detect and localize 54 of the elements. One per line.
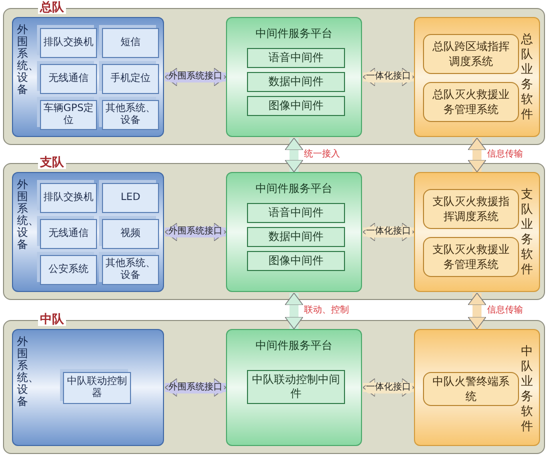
- edge-label: 统一接入: [303, 150, 341, 160]
- double-arrow: [468, 292, 486, 330]
- tier-title: 总队: [38, 0, 66, 14]
- double-arrow: [284, 138, 304, 172]
- double-arrow: [468, 138, 486, 172]
- middleware-panel: [226, 17, 362, 137]
- panel-title: 中间件服务平台: [254, 182, 334, 195]
- middleware-box: 图像中间件: [247, 96, 345, 116]
- middleware-box: 中队联动控制中间件: [247, 370, 345, 404]
- device-box: 无线通信: [40, 64, 97, 94]
- middleware-box: 数据中间件: [247, 72, 345, 92]
- middleware-box: 数据中间件: [247, 227, 345, 247]
- middleware-box: 语音中间件: [247, 48, 345, 68]
- system-box: 中队火警终端系统: [423, 372, 519, 406]
- edge-label: 信息传输: [486, 150, 524, 160]
- device-box: 车辆GPS定位: [40, 100, 97, 130]
- device-box: LED: [102, 183, 159, 213]
- system-box: 总队跨区域指挥调度系统: [423, 34, 519, 74]
- system-box: 总队灭火救援业务管理系统: [423, 82, 519, 122]
- peripheral-panel: [12, 172, 164, 292]
- software-panel: [414, 172, 540, 292]
- device-box: 短信: [102, 28, 159, 58]
- middleware-panel: [226, 329, 362, 446]
- peripheral-panel: [12, 329, 164, 446]
- panel-title: 中间件服务平台: [254, 339, 334, 352]
- device-box: 视频: [102, 219, 159, 249]
- tier-title: 支队: [38, 155, 66, 169]
- edge-label: 一体化接口: [365, 72, 412, 82]
- middleware-box: 图像中间件: [247, 251, 345, 271]
- panel-title: 中间件服务平台: [254, 27, 334, 40]
- middleware-box: 语音中间件: [247, 203, 345, 223]
- software-panel: [414, 17, 540, 137]
- tier-title: 中队: [38, 312, 66, 326]
- double-arrow: [284, 292, 304, 330]
- edge-label: 信息传输: [486, 306, 524, 316]
- peripheral-panel: [12, 17, 164, 137]
- device-box: 无线通信: [40, 219, 97, 249]
- system-box: 支队灭火救援业务管理系统: [423, 237, 519, 277]
- middleware-panel: [226, 172, 362, 292]
- device-box: 排队交换机: [40, 183, 97, 213]
- device-box: 其他系统、设备: [102, 100, 159, 130]
- device-box: 中队联动控制器: [63, 372, 131, 404]
- device-box: 手机定位: [102, 64, 159, 94]
- panel-title: 总队业务软件: [521, 32, 533, 122]
- edge-label: 联动、控制: [303, 306, 350, 316]
- panel-title: 中队业务软件: [521, 344, 533, 434]
- edge-label: 一体化接口: [365, 226, 412, 238]
- edge-label: 一体化接口: [365, 382, 412, 393]
- device-box: 其他系统、设备: [102, 255, 159, 285]
- software-panel: [414, 329, 540, 446]
- panel-title: 支队业务软件: [521, 187, 533, 277]
- device-box: 公安系统: [40, 255, 97, 285]
- system-box: 支队灭火救援指挥调度系统: [423, 189, 519, 229]
- device-box: 排队交换机: [40, 28, 97, 58]
